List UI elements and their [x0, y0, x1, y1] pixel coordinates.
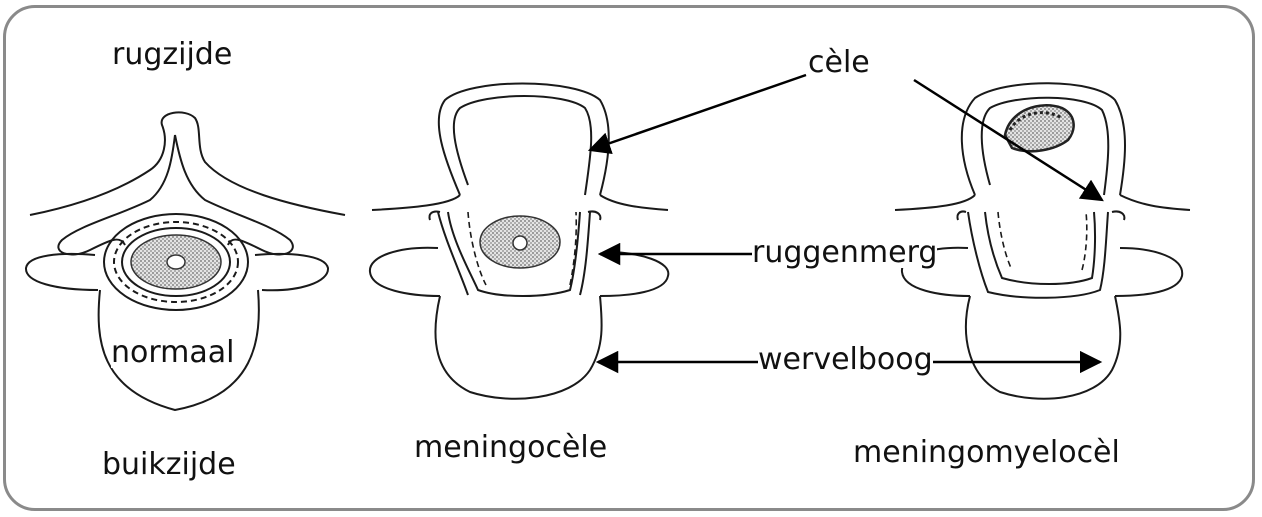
cele-arrow-right [914, 80, 1102, 200]
cele-arrow-left [590, 75, 806, 150]
label-dorsal-side: rugzijde [112, 40, 232, 70]
label-meningomyelocele: meningomyelocèl [853, 438, 1120, 468]
label-spinal-cord: ruggenmerg [752, 238, 937, 268]
label-vertebral-arch: wervelboog [758, 345, 933, 375]
label-meningocele: meningocèle [414, 433, 607, 463]
central-canal-meningocele [513, 236, 527, 250]
central-canal-normal [167, 255, 185, 269]
label-ventral-side: buikzijde [102, 450, 236, 480]
label-cele: cèle [808, 48, 870, 78]
label-normal: normaal [111, 338, 235, 368]
